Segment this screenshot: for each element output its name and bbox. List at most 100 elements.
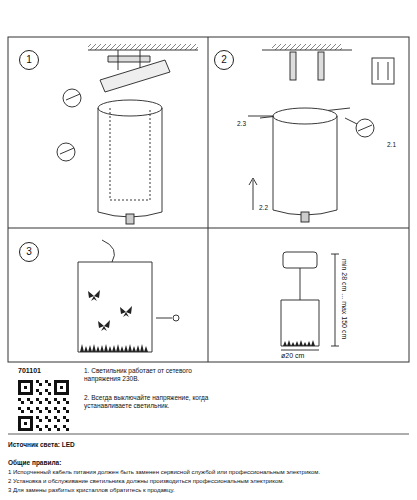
qr-cell [57, 410, 60, 413]
mounting-step-2 [248, 44, 394, 222]
step-number: 2 [221, 55, 227, 65]
section-heading: Источник света: LED [8, 441, 75, 449]
qr-cell [18, 419, 21, 422]
qr-cell [66, 389, 69, 392]
qr-cell [36, 398, 39, 401]
section-heading: Общие правила: [8, 459, 61, 467]
qr-cell [66, 386, 69, 389]
qr-cell [66, 380, 69, 383]
qr-cell [39, 410, 42, 413]
qr-cell [48, 383, 51, 386]
qr-cell [45, 416, 48, 419]
note: 1. Светильник работает от сетевого напря… [84, 367, 202, 383]
qr-cell [66, 383, 69, 386]
qr-cell [66, 392, 69, 395]
qr-cell [60, 380, 63, 383]
rule: 1 Испорченный кабель питания должен быть… [8, 469, 413, 476]
qr-cell [30, 380, 33, 383]
qr-cell [21, 410, 24, 413]
qr-cell [30, 425, 33, 428]
mounting-step-1 [57, 44, 198, 224]
qr-cell [57, 401, 60, 404]
qr-cell [21, 380, 24, 383]
qr-cell [18, 383, 21, 386]
qr-cell [24, 386, 27, 389]
qr-cell [63, 425, 66, 428]
qr-cell [57, 428, 60, 431]
qr-cell [48, 428, 51, 431]
qr-cell [18, 416, 21, 419]
qr-cell [45, 398, 48, 401]
qr-cell [27, 380, 30, 383]
qr-cell [45, 425, 48, 428]
lamp-dimensions [281, 252, 339, 350]
qr-cell [18, 422, 21, 425]
panel-frame [8, 37, 409, 434]
lamp-with-butterflies [78, 240, 179, 352]
qr-cell [27, 392, 30, 395]
qr-cell [18, 407, 21, 410]
qr-cell [18, 389, 21, 392]
rule: 2 Установка и обслуживание светильника д… [8, 478, 413, 485]
qr-cell [66, 410, 69, 413]
qr-cell [57, 392, 60, 395]
callout-number: 2.1 [386, 141, 397, 149]
qr-cell [60, 386, 63, 389]
crystal-row [283, 340, 315, 346]
step-number: 3 [26, 247, 32, 257]
qr-cell [63, 416, 66, 419]
qr-cell [54, 386, 57, 389]
qr-cell [63, 407, 66, 410]
qr-cell [30, 410, 33, 413]
qr-cell [57, 380, 60, 383]
qr-cell [18, 428, 21, 431]
qr-cell [54, 392, 57, 395]
qr-cell [21, 416, 24, 419]
qr-cell [18, 425, 21, 428]
qr-cell [24, 428, 27, 431]
qr-cell [18, 386, 21, 389]
article-number: 701101 [18, 367, 41, 375]
rule: 3 Для замены разбитых кристаллов обратит… [8, 487, 413, 494]
qr-cell [54, 407, 57, 410]
qr-cell [57, 419, 60, 422]
qr-cell [36, 389, 39, 392]
step-badge: 3 [19, 242, 39, 262]
qr-cell [30, 419, 33, 422]
callout-number: 2.2 [258, 204, 269, 212]
qr-cell [45, 389, 48, 392]
qr-cell [30, 416, 33, 419]
dimension: ø20 cm [281, 352, 304, 360]
qr-cell [66, 428, 69, 431]
qr-cell [18, 398, 21, 401]
qr-cell [24, 416, 27, 419]
note: 2. Всегда выключайте напряжение, когда у… [84, 394, 212, 410]
qr-cell [54, 389, 57, 392]
qr-cell [63, 392, 66, 395]
qr-cell [18, 380, 21, 383]
qr-cell [36, 380, 39, 383]
step-badge: 2 [214, 50, 234, 70]
callout-number: 2.3 [236, 120, 247, 128]
qr-cell [54, 380, 57, 383]
qr-cell [66, 401, 69, 404]
qr-cell [21, 392, 24, 395]
butterfly [88, 290, 308, 334]
qr-cell [54, 416, 57, 419]
qr-cell [27, 407, 30, 410]
qr-cell [24, 422, 27, 425]
qr-cell [30, 386, 33, 389]
step-number: 1 [26, 55, 32, 65]
qr-cell [45, 380, 48, 383]
qr-cell [30, 389, 33, 392]
qr-cell [24, 392, 27, 395]
qr-cell [30, 422, 33, 425]
qr-cell [48, 410, 51, 413]
qr-cell [39, 401, 42, 404]
qr-cell [66, 419, 69, 422]
qr-cell [54, 383, 57, 386]
qr-cell [63, 380, 66, 383]
qr-cell [39, 428, 42, 431]
qr-cell [63, 398, 66, 401]
